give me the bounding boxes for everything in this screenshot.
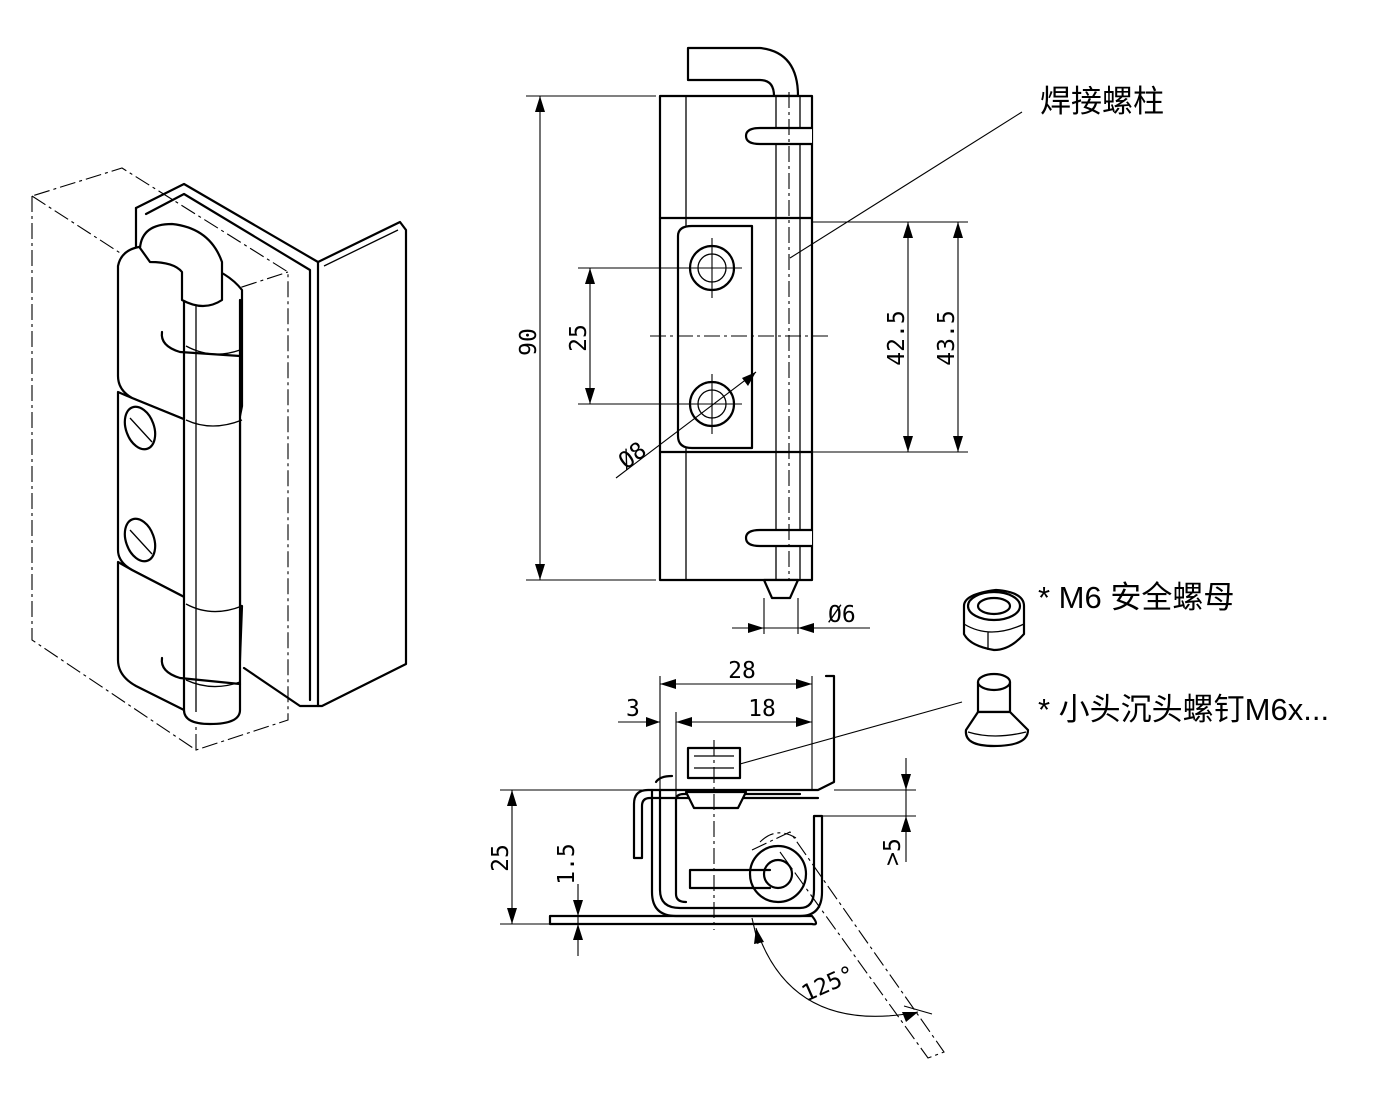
dim-angle: 125° [798, 961, 859, 1007]
isometric-view [31, 167, 408, 751]
nut-icon [962, 588, 1026, 652]
dim-pin-dia: Ø6 [828, 602, 856, 628]
dim-leaf-height-1: 42.5 [884, 310, 910, 365]
dim-width-total: 28 [728, 658, 756, 684]
dim-offset: 3 [626, 696, 640, 722]
section-view-dimensions: 28 18 3 25 1.5 >5 [488, 658, 916, 956]
section-view: 125° [548, 674, 963, 1059]
screw-icon [964, 672, 1030, 748]
dim-gap: >5 [880, 838, 906, 866]
dim-width-inner: 18 [748, 696, 776, 722]
front-view [650, 46, 1023, 600]
label-weld-stud: 焊接螺柱 [1040, 84, 1164, 119]
dim-hole-spacing: 25 [566, 324, 592, 352]
dim-thickness: 1.5 [554, 843, 580, 885]
label-screw: * 小头沉头螺钉M6x... [1038, 692, 1329, 727]
label-nut: * M6 安全螺母 [1038, 580, 1234, 615]
dim-depth: 25 [488, 844, 514, 872]
dim-total-height: 90 [516, 328, 542, 356]
dim-leaf-height-2: 43.5 [934, 310, 960, 365]
dim-hole-dia: Ø8 [614, 437, 652, 474]
